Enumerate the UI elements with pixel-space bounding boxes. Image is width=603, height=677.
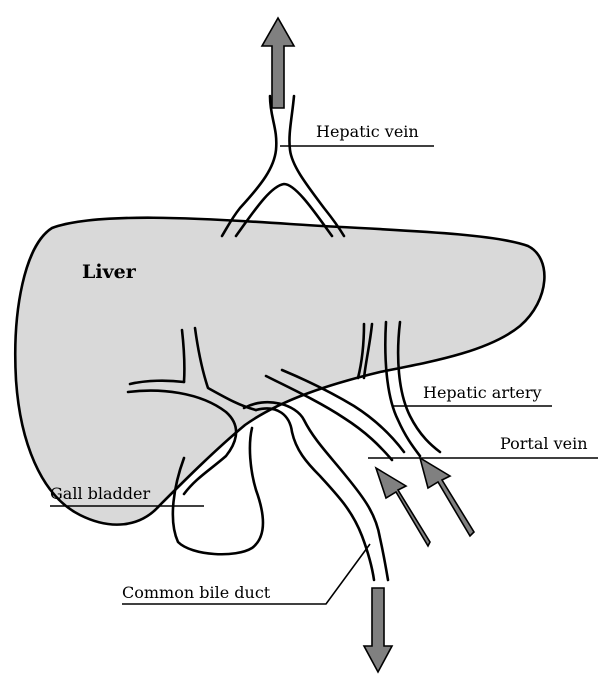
hepatic-artery-inflow-arrow <box>420 458 474 536</box>
hepatic-vein-label: Hepatic vein <box>316 122 419 141</box>
common-bile-duct-label: Common bile duct <box>122 583 271 602</box>
gall-bladder-label: Gall bladder <box>50 484 150 503</box>
portal-vein-inflow-arrow <box>376 468 430 546</box>
portal-vein-label: Portal vein <box>500 434 588 453</box>
hepatic-artery-label: Hepatic artery <box>423 383 542 402</box>
hepatic-vein-outflow-arrow <box>262 18 294 108</box>
bile-outflow-arrow <box>364 588 392 672</box>
hepatic-vein-vessel <box>222 96 344 236</box>
liver-label: Liver <box>82 261 137 283</box>
